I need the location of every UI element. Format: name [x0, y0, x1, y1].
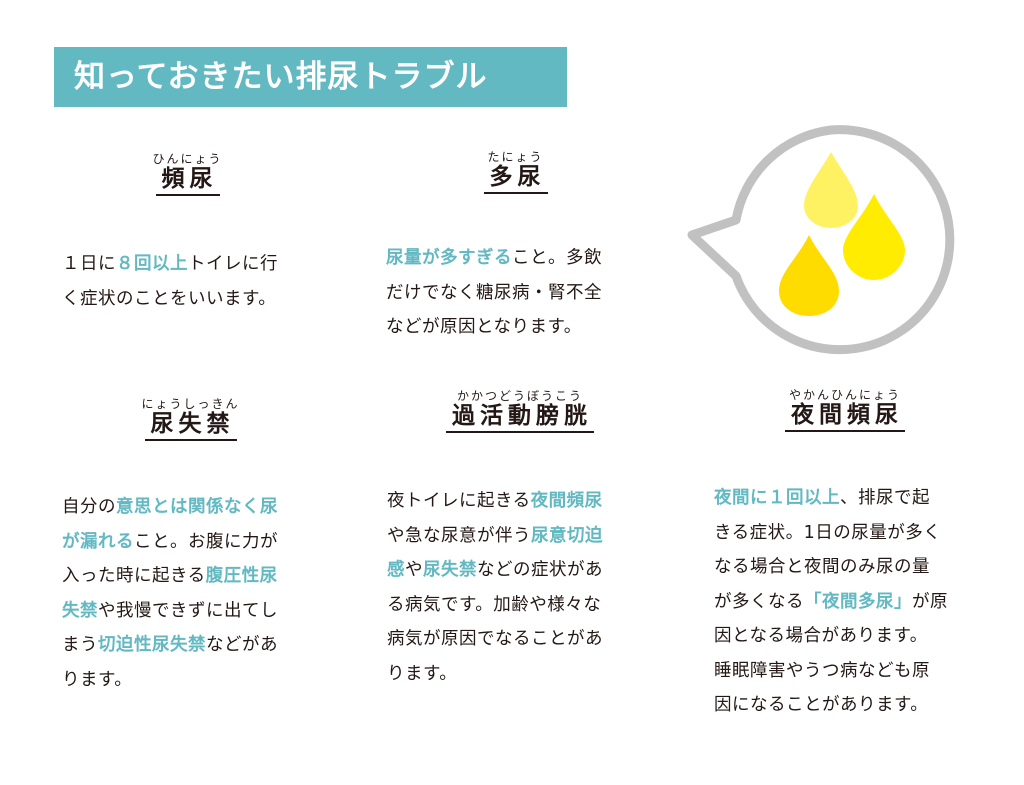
- text-run: が原: [912, 591, 948, 612]
- term-description-tanyou: 尿量が多すぎること。多飲 だけでなく糖尿病・腎不全 などが原因となります。: [386, 241, 602, 345]
- term-title: 頻尿: [155, 166, 220, 196]
- text-line: 夜トイレに起きる夜間頻尿: [387, 484, 603, 519]
- term-description-yakan-hinnyou: 夜間に１回以上、排尿で起 きる症状。1日の尿量が多く なる場合と夜間のみ尿の量 …: [714, 481, 948, 723]
- text-run: １日に: [62, 254, 116, 274]
- text-run: 睡眠障害やうつ病なども原: [714, 660, 930, 681]
- text-line: 尿量が多すぎること。多飲: [386, 241, 602, 276]
- term-heading-yakan-hinnyou: やかんひんにょう 夜間頻尿: [770, 388, 920, 432]
- highlight-text: 失禁: [62, 600, 98, 621]
- term-title: 尿失禁: [144, 411, 237, 441]
- term-description-hinnyou: １日に８回以上トイレに行 く症状のことをいいます。: [62, 247, 278, 316]
- term-ruby: にょうしっきん: [141, 397, 240, 411]
- text-run: などがあ: [206, 635, 278, 655]
- text-run: や: [405, 560, 423, 580]
- text-line: が漏れること。お腹に力が: [62, 525, 278, 560]
- text-run: や急な尿意が伴う: [387, 525, 531, 546]
- text-run: 、排尿で起: [840, 488, 930, 508]
- text-line: １日に８回以上トイレに行: [62, 247, 278, 282]
- highlight-text: ８回以上: [116, 254, 188, 274]
- highlight-text: 尿失禁: [423, 560, 477, 580]
- text-run: などが原因となります。: [386, 317, 582, 337]
- text-line: 病気が原因でなることがあ: [387, 622, 603, 657]
- text-line: 因となる場合があります。: [714, 619, 948, 654]
- text-run: ります。: [387, 663, 458, 684]
- highlight-text: 夜間に１回以上: [714, 488, 840, 508]
- text-line: 自分の意思とは関係なく尿: [62, 490, 278, 525]
- term-heading-tanyou: たにょう 多尿: [458, 150, 573, 194]
- text-line: が多くなる「夜間多尿」が原: [714, 585, 948, 620]
- text-line: きる症状。1日の尿量が多く: [714, 516, 948, 551]
- term-heading-nyoushikkin: にょうしっきん 尿失禁: [128, 397, 253, 441]
- term-title: 多尿: [483, 164, 548, 194]
- text-run: トイレに行: [188, 254, 278, 274]
- text-run: こと。お腹に力が: [134, 531, 278, 552]
- text-line: なる場合と夜間のみ尿の量: [714, 550, 948, 585]
- text-run: きる症状。1日の尿量が多く: [714, 522, 942, 543]
- text-line: 夜間に１回以上、排尿で起: [714, 481, 948, 516]
- highlight-text: 感: [387, 560, 405, 580]
- text-line: く症状のことをいいます。: [62, 282, 278, 317]
- text-run: こと。多飲: [512, 248, 602, 268]
- text-line: る病気です。加齢や様々な: [387, 588, 603, 623]
- text-run: 夜トイレに起きる: [387, 491, 531, 511]
- text-line: ります。: [62, 663, 278, 698]
- highlight-text: 意思とは関係なく尿: [116, 497, 278, 517]
- text-run: く症状のことをいいます。: [62, 288, 277, 309]
- text-run: 病気が原因でなることがあ: [387, 629, 603, 649]
- term-heading-hinnyou: ひんにょう 頻尿: [130, 152, 245, 196]
- text-line: 因になることがあります。: [714, 688, 948, 723]
- term-ruby: やかんひんにょう: [788, 388, 901, 402]
- text-run: る病気です。加齢や様々な: [387, 594, 602, 615]
- text-run: 因となる場合があります。: [714, 626, 928, 646]
- text-run: や我慢できずに出てし: [98, 600, 278, 621]
- text-line: や急な尿意が伴う尿意切迫: [387, 519, 603, 554]
- text-line: 感や尿失禁などの症状があ: [387, 553, 603, 588]
- text-run: ります。: [62, 669, 133, 690]
- highlight-text: 尿量が多すぎる: [386, 248, 512, 268]
- term-title: 過活動膀胱: [446, 403, 594, 433]
- highlight-text: が漏れる: [62, 531, 134, 552]
- text-line: 失禁や我慢できずに出てし: [62, 594, 278, 629]
- text-run: まう: [62, 635, 98, 655]
- highlight-text: 夜間頻尿: [530, 491, 603, 511]
- text-run: などの症状があ: [477, 560, 603, 580]
- term-heading-kakatsudou-boukou: かかつどうぼうこう 過活動膀胱: [425, 389, 615, 433]
- text-run: が多くなる: [714, 591, 804, 612]
- text-line: まう切迫性尿失禁などがあ: [62, 628, 278, 663]
- term-description-kakatsudou-boukou: 夜トイレに起きる夜間頻尿 や急な尿意が伴う尿意切迫 感や尿失禁などの症状があ る…: [387, 484, 603, 691]
- text-run: だけでなく糖尿病・腎不全: [386, 282, 602, 303]
- text-run: 因になることがあります。: [714, 695, 929, 715]
- highlight-text: 腹圧性尿: [205, 566, 278, 586]
- text-run: なる場合と夜間のみ尿の量: [714, 557, 930, 577]
- term-ruby: ひんにょう: [152, 152, 223, 166]
- text-run: 入った時に起きる: [62, 566, 206, 586]
- page-title: 知っておきたい排尿トラブル: [54, 47, 567, 107]
- text-line: 睡眠障害やうつ病なども原: [714, 654, 948, 689]
- highlight-text: 尿意切迫: [531, 525, 603, 546]
- speech-bubble-with-drops-icon: [687, 125, 955, 355]
- highlight-text: 切迫性尿失禁: [98, 635, 206, 655]
- text-run: 自分の: [62, 497, 116, 517]
- text-line: ります。: [387, 657, 603, 692]
- term-ruby: かかつどうぼうこう: [456, 389, 583, 403]
- term-title: 夜間頻尿: [785, 402, 905, 432]
- term-description-nyoushikkin: 自分の意思とは関係なく尿 が漏れること。お腹に力が 入った時に起きる腹圧性尿 失…: [62, 490, 278, 697]
- text-line: だけでなく糖尿病・腎不全: [386, 276, 602, 311]
- highlight-text: 「夜間多尿」: [804, 591, 912, 612]
- term-ruby: たにょう: [487, 150, 544, 164]
- text-line: などが原因となります。: [386, 310, 602, 345]
- text-line: 入った時に起きる腹圧性尿: [62, 559, 278, 594]
